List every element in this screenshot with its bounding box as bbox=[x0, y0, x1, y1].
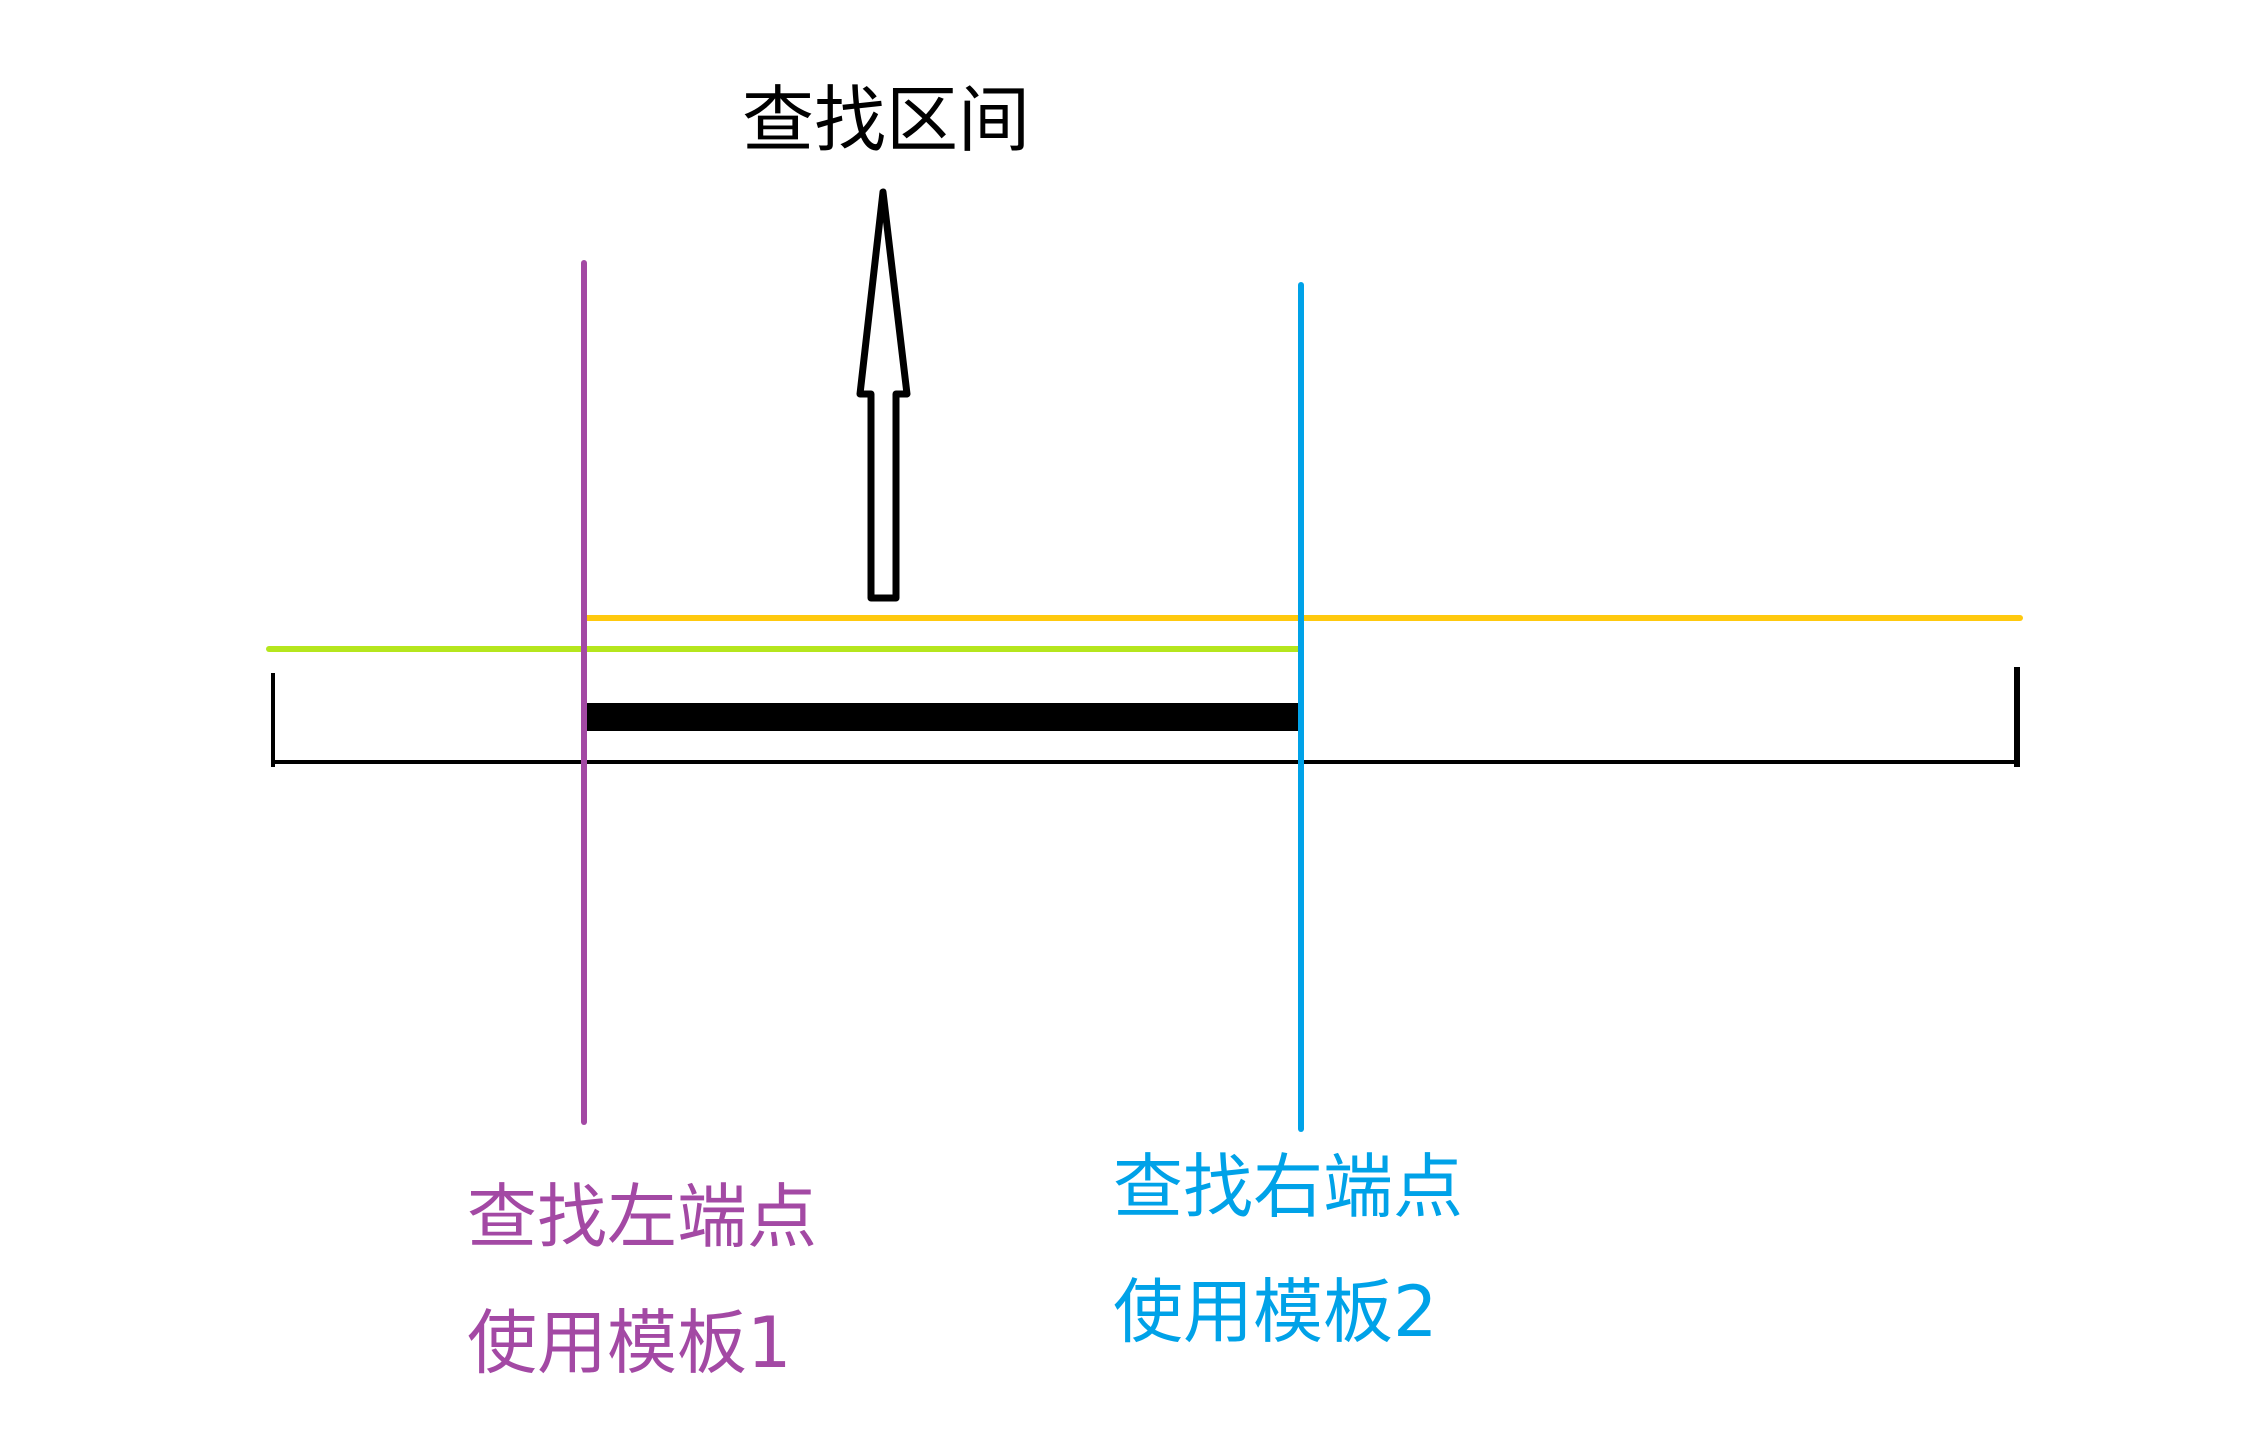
target-interval-bar bbox=[587, 703, 1298, 731]
right-template-label: 使用模板2 bbox=[1113, 1271, 1438, 1353]
left-template-label: 使用模板1 bbox=[467, 1302, 792, 1384]
right-endpoint-label: 查找右端点 bbox=[1113, 1146, 1463, 1228]
interval-title: 查找区间 bbox=[742, 78, 1031, 162]
up-arrow-icon bbox=[856, 188, 911, 602]
left-endpoint-label: 查找左端点 bbox=[467, 1176, 817, 1258]
